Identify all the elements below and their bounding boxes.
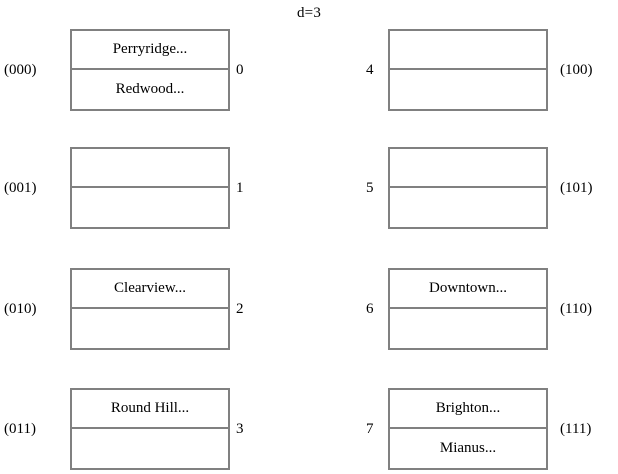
bucket-index-label: 3 [236, 420, 244, 437]
bucket-binary-label: (110) [560, 300, 592, 317]
bucket-slot [390, 309, 546, 348]
bucket-box[interactable] [70, 147, 230, 229]
bucket-index-label: 4 [366, 61, 374, 78]
bucket-box[interactable] [388, 147, 548, 229]
bucket-slot [390, 31, 546, 70]
bucket-slot: Brighton... [390, 390, 546, 429]
bucket-index-label: 2 [236, 300, 244, 317]
diagram-title: d=3 [296, 5, 322, 21]
bucket-slot: Downtown... [390, 270, 546, 309]
bucket-box[interactable]: Perryridge... Redwood... [70, 29, 230, 111]
bucket-box[interactable]: Clearview... [70, 268, 230, 350]
bucket-binary-label: (011) [4, 420, 36, 437]
bucket-box[interactable]: Round Hill... [70, 388, 230, 470]
bucket-index-label: 6 [366, 300, 374, 317]
bucket-slot: Round Hill... [72, 390, 228, 429]
bucket-slot [390, 70, 546, 109]
bucket-box[interactable] [388, 29, 548, 111]
bucket-slot: Perryridge... [72, 31, 228, 70]
bucket-box[interactable]: Downtown... [388, 268, 548, 350]
bucket-slot [390, 188, 546, 227]
bucket-binary-label: (100) [560, 61, 593, 78]
bucket-binary-label: (001) [4, 179, 37, 196]
bucket-slot: Redwood... [115, 81, 185, 97]
bucket-slot [72, 149, 228, 188]
bucket-index-label: 5 [366, 179, 374, 196]
bucket-binary-label: (000) [4, 61, 37, 78]
bucket-binary-label: (111) [560, 420, 592, 437]
bucket-index-label: 1 [236, 179, 244, 196]
bucket-slot: Mianus... [439, 440, 497, 456]
bucket-binary-label: (101) [560, 179, 593, 196]
bucket-slot: Clearview... [72, 270, 228, 309]
bucket-slot [390, 149, 546, 188]
bucket-binary-label: (010) [4, 300, 37, 317]
bucket-index-label: 7 [366, 420, 374, 437]
bucket-box[interactable]: Brighton... Mianus... [388, 388, 548, 470]
bucket-index-label: 0 [236, 61, 244, 78]
